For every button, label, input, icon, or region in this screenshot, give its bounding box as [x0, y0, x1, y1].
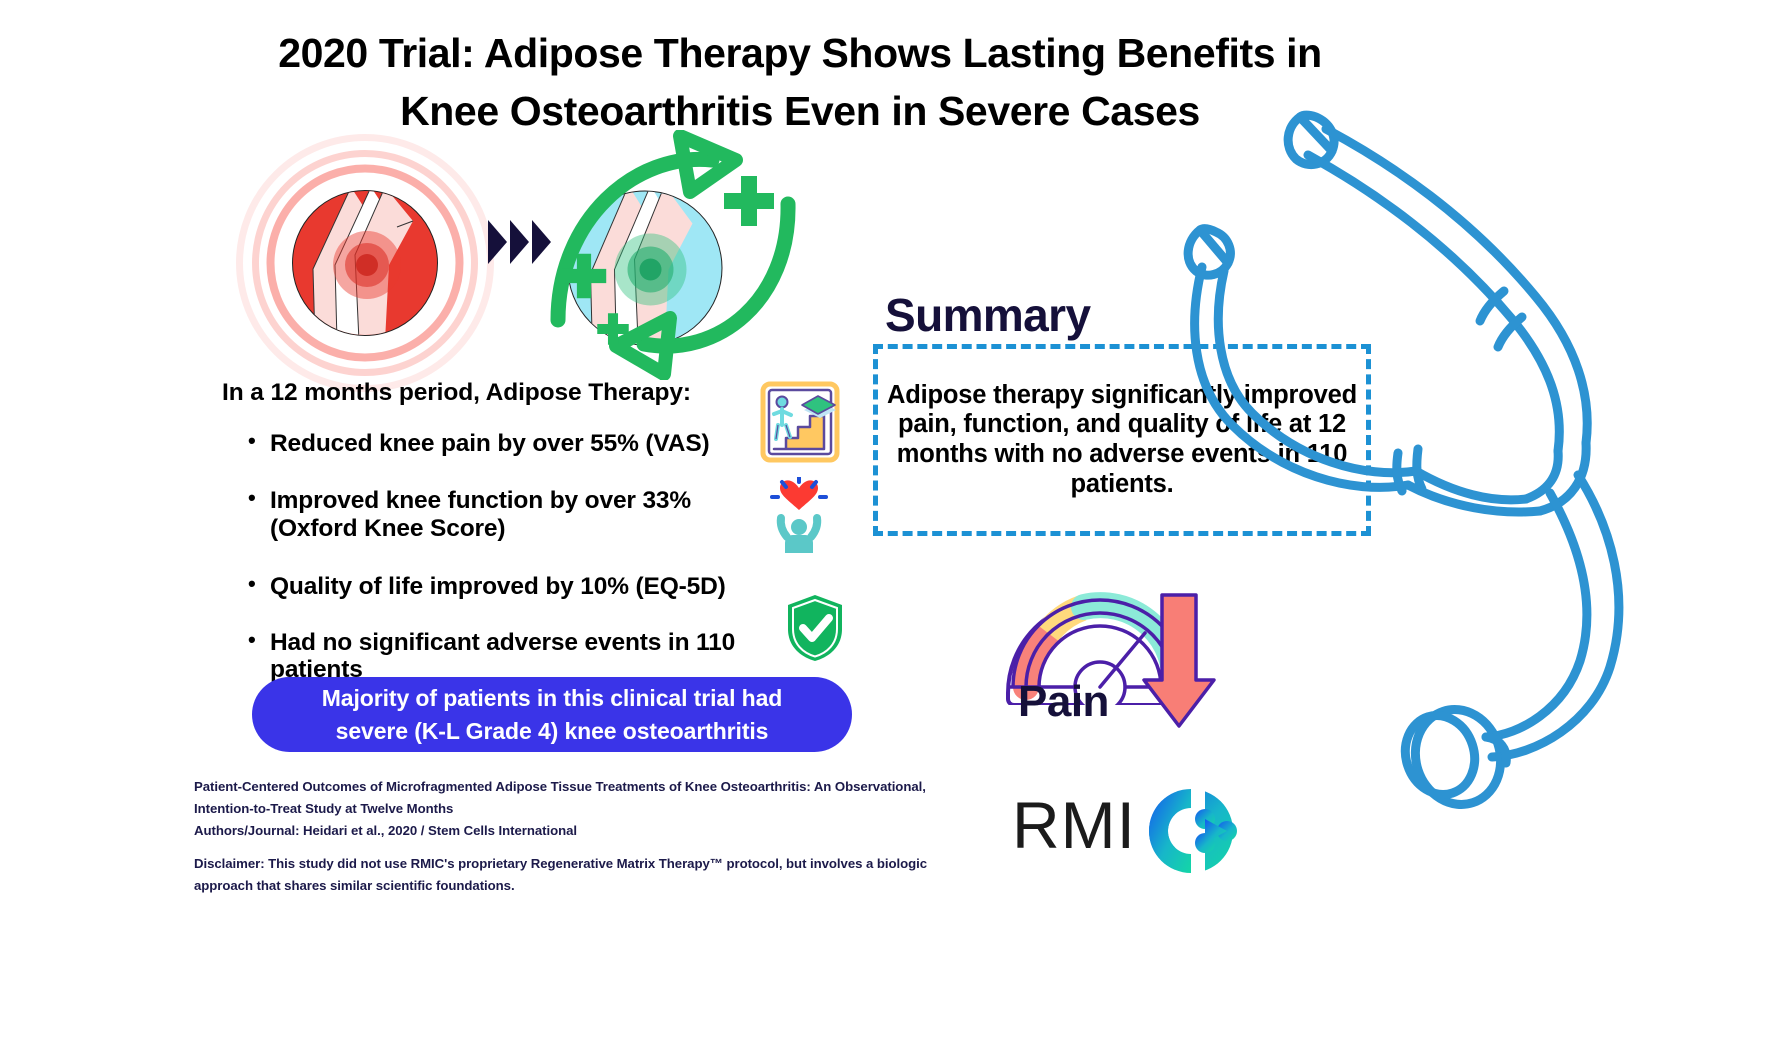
- severity-banner: Majority of patients in this clinical tr…: [252, 677, 852, 752]
- list-item: Improved knee function by over 33% (Oxfo…: [246, 486, 776, 542]
- page-title: 2020 Trial: Adipose Therapy Shows Lastin…: [170, 24, 1430, 140]
- chevron-right-icon: [488, 220, 551, 264]
- brand-wordmark: RMI: [1012, 788, 1136, 862]
- shield-check-icon: [788, 595, 842, 661]
- findings-list: Reduced knee pain by over 55% (VAS) Impr…: [246, 429, 776, 684]
- circular-arrows-icon: [550, 130, 796, 380]
- stairs-walking-icon: [760, 381, 840, 463]
- citation-line-2: Intention-to-Treat Study at Twelve Month…: [194, 801, 454, 817]
- pain-label: Pain: [1018, 677, 1109, 726]
- painful-knee-icon: [236, 134, 494, 392]
- disclaimer: Disclaimer: This study did not use RMIC'…: [194, 853, 964, 897]
- healthy-knee-icon: [555, 178, 735, 358]
- knee-before-after-illustration: [236, 130, 820, 392]
- list-item: Quality of life improved by 10% (EQ-5D): [246, 572, 776, 600]
- pain-ring-inner: [266, 164, 464, 362]
- stethoscope-icon: [1183, 110, 1624, 809]
- findings-intro: In a 12 months period, Adipose Therapy:: [222, 379, 691, 406]
- severity-banner-line-2: severe (K-L Grade 4) knee osteoarthritis: [335, 717, 769, 744]
- list-item: Had no significant adverse events in 110…: [246, 628, 776, 684]
- summary-heading: Summary: [885, 289, 1091, 341]
- citation-line-1: Patient-Centered Outcomes of Microfragme…: [194, 779, 926, 794]
- healthy-knee-circle: [567, 190, 723, 346]
- list-item: Reduced knee pain by over 55% (VAS): [246, 429, 776, 457]
- citation: Patient-Centered Outcomes of Microfragme…: [194, 776, 984, 843]
- page-title-line-2: Knee Osteoarthritis Even in Severe Cases: [400, 88, 1200, 135]
- citation-line-3: Authors/Journal: Heidari et al., 2020 / …: [194, 823, 578, 839]
- heart-person-icon: [770, 477, 828, 553]
- plus-icon: [597, 313, 629, 345]
- arrow-down-icon: [1142, 593, 1216, 728]
- painful-knee-circle: [292, 190, 438, 336]
- plus-icon: [561, 253, 607, 299]
- page-title-line-1: 2020 Trial: Adipose Therapy Shows Lastin…: [278, 30, 1322, 76]
- severity-banner-line-1: Majority of patients in this clinical tr…: [321, 684, 783, 711]
- pain-ring-middle: [252, 150, 478, 376]
- plus-icon: [724, 176, 774, 226]
- disclaimer-line-1: Disclaimer: This study did not use RMIC'…: [194, 856, 928, 871]
- disclaimer-line-2: approach that shares similar scientific …: [194, 878, 515, 894]
- rmic-molecule-icon: [1149, 785, 1237, 877]
